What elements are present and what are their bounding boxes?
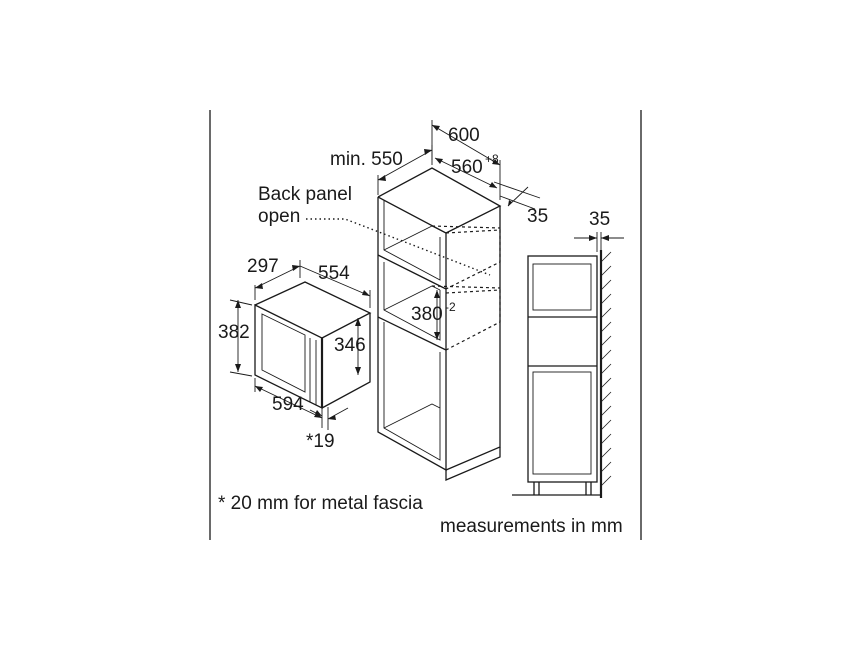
dim-346 bbox=[355, 318, 361, 375]
dim-min-550-label: min. 550 bbox=[330, 149, 403, 170]
dim-560 bbox=[434, 157, 498, 189]
back-panel-label-line1: Back panel bbox=[258, 184, 352, 205]
dim-560-tolerance: +8 bbox=[485, 152, 499, 166]
dim-550 bbox=[377, 145, 433, 195]
note-fascia: * 20 mm for metal fascia bbox=[218, 493, 423, 514]
dim-19 bbox=[309, 405, 349, 430]
dim-297-label: 297 bbox=[247, 256, 279, 277]
dim-554 bbox=[299, 265, 371, 308]
dim-35-side bbox=[574, 232, 624, 252]
dim-380-tolerance: -2 bbox=[445, 300, 456, 314]
back-panel-leader bbox=[306, 218, 491, 276]
dim-554-label: 554 bbox=[318, 263, 350, 284]
dim-382 bbox=[229, 299, 253, 377]
dim-297 bbox=[254, 260, 301, 300]
note-units: measurements in mm bbox=[440, 516, 623, 537]
dim-346-label: 346 bbox=[334, 335, 366, 356]
dim-35-side-label: 35 bbox=[589, 209, 610, 230]
back-panel-label-line2: open bbox=[258, 206, 300, 227]
wall-hatching bbox=[600, 251, 612, 487]
dim-35-depth-label: 35 bbox=[527, 206, 548, 227]
dim-380-label: 380 bbox=[411, 304, 443, 325]
microwave-appliance bbox=[254, 281, 372, 410]
side-view-cabinet bbox=[512, 250, 612, 498]
dim-35-depth bbox=[493, 181, 541, 210]
dim-594-label: 594 bbox=[272, 394, 304, 415]
dim-560-label: 560 bbox=[451, 157, 483, 178]
dim-382-label: 382 bbox=[218, 322, 250, 343]
tall-cabinet bbox=[377, 167, 502, 481]
dim-594 bbox=[254, 378, 323, 419]
dim-380 bbox=[434, 290, 440, 340]
dim-600-label: 600 bbox=[448, 125, 480, 146]
dim-19-label: *19 bbox=[306, 431, 335, 452]
